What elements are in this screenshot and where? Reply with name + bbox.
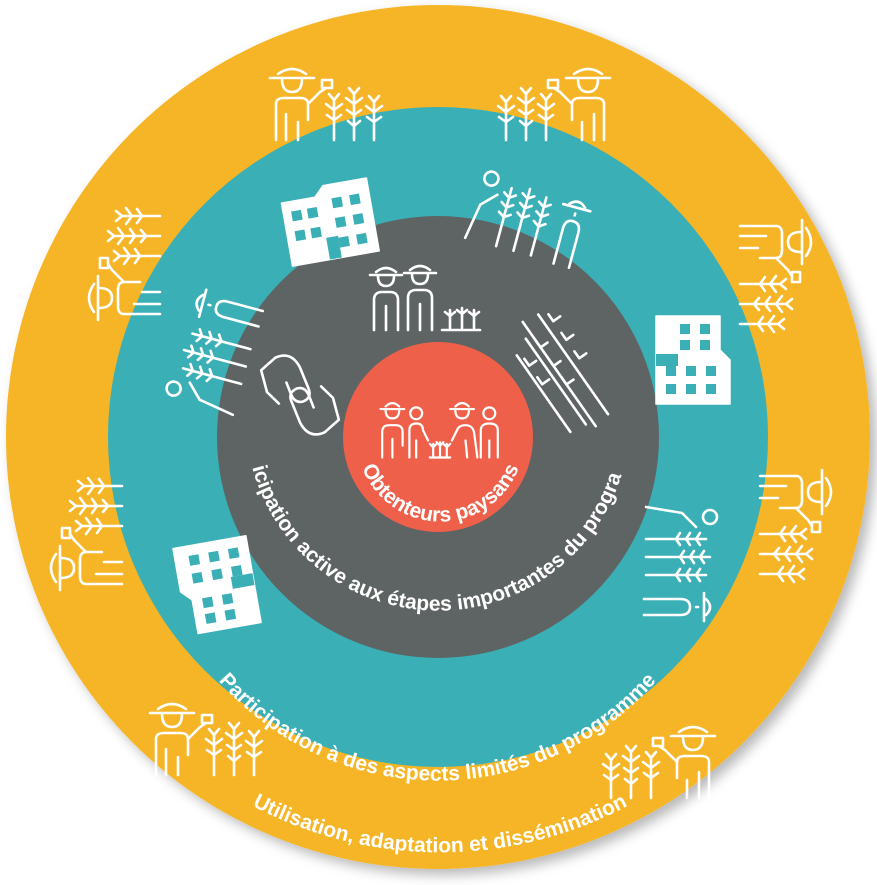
core-circle bbox=[343, 342, 533, 532]
building-icon bbox=[655, 315, 731, 405]
